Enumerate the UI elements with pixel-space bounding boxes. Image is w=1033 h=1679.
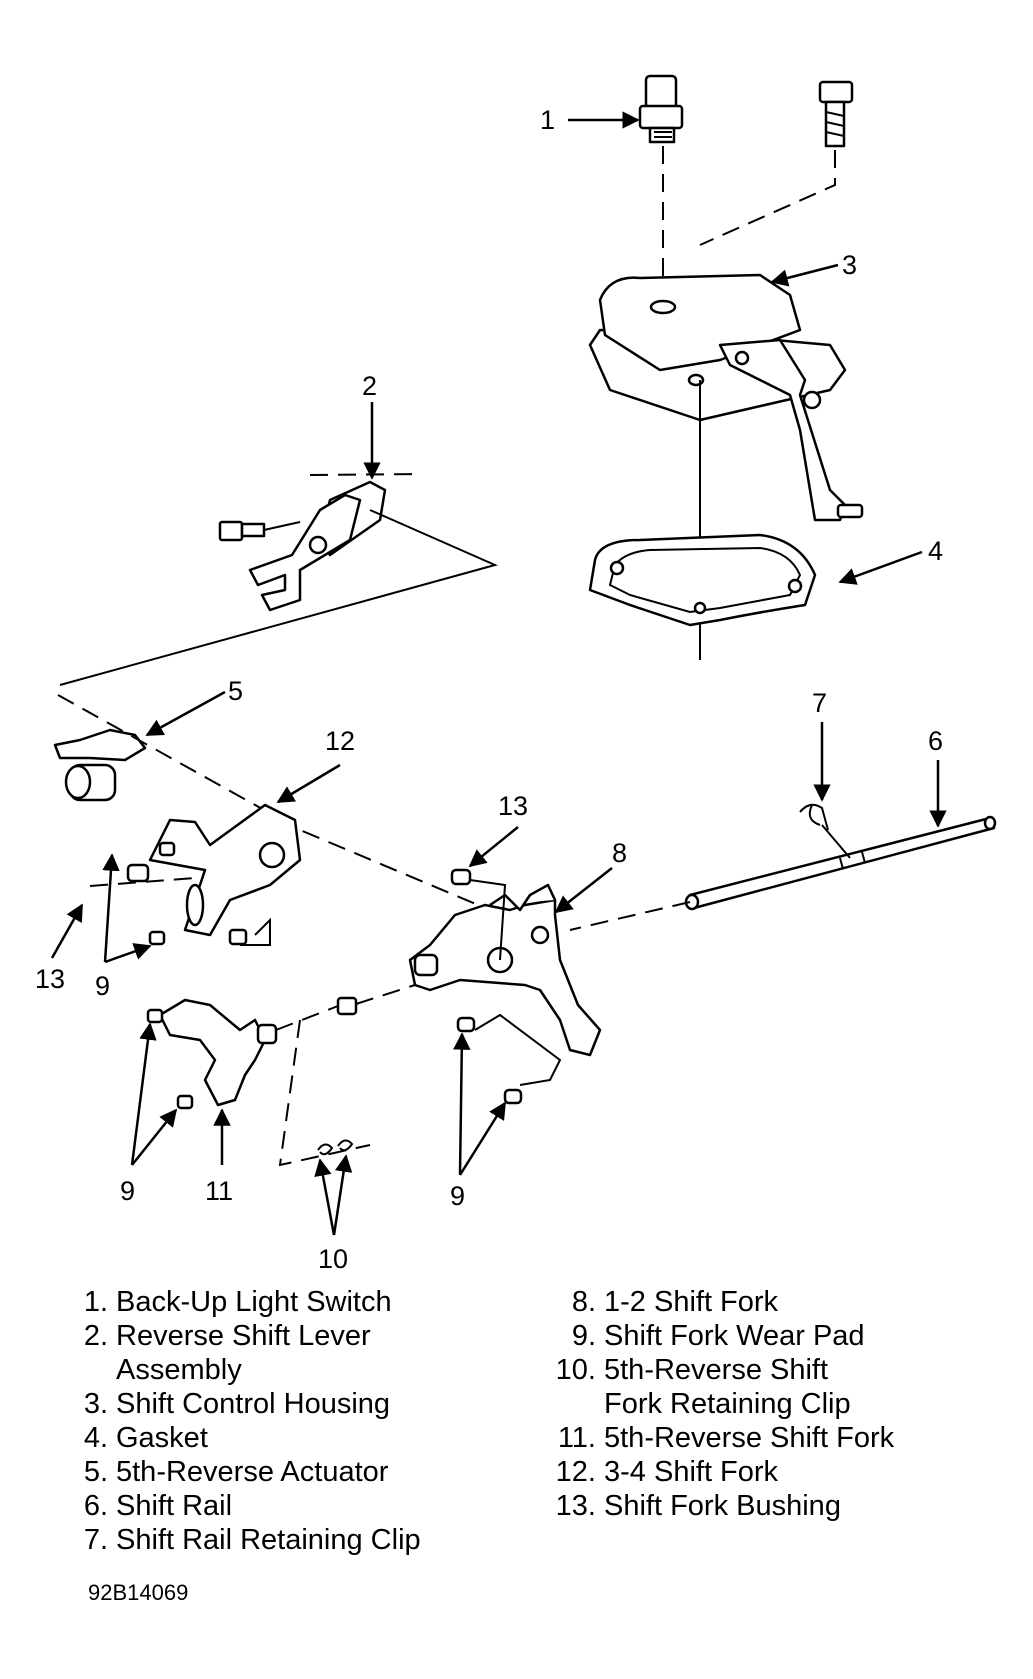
callout-8: 8 xyxy=(612,838,627,868)
legend-item: 2.Reverse Shift Lever xyxy=(78,1319,421,1353)
callout-13-center: 13 xyxy=(498,791,528,821)
legend-text: Fork Retaining Clip xyxy=(604,1388,851,1420)
legend-text: Shift Fork Bushing xyxy=(604,1490,841,1522)
shift-control-housing-part xyxy=(588,273,864,660)
actuator-part xyxy=(53,694,491,911)
legend-text: 1-2 Shift Fork xyxy=(604,1286,779,1318)
legend-number: 3. xyxy=(83,1388,108,1420)
legend-text: Assembly xyxy=(116,1354,242,1386)
callout-9-bottom-left: 9 xyxy=(120,1176,135,1206)
legend-number: 13. xyxy=(555,1490,596,1522)
legend-number: 9. xyxy=(571,1320,596,1352)
legend-text: Reverse Shift Lever xyxy=(116,1320,371,1352)
legend-number xyxy=(546,1387,596,1421)
legend-item: 1.Back-Up Light Switch xyxy=(78,1285,421,1319)
callout-5: 5 xyxy=(228,676,243,706)
exploded-parts-diagram: 1 2 3 4 5 6 7 8 9 9 9 10 11 12 13 13 xyxy=(35,74,997,1274)
callout-13-left: 13 xyxy=(35,964,65,994)
callout-12: 12 xyxy=(325,726,355,756)
fifth-reverse-clip-part xyxy=(278,1019,371,1167)
legend-item: 9.Shift Fork Wear Pad xyxy=(546,1319,894,1353)
callout-6: 6 xyxy=(928,726,943,756)
gasket-part xyxy=(588,533,817,627)
reverse-shift-lever-part xyxy=(59,473,498,686)
figure-code: 92B14069 xyxy=(88,1580,189,1605)
legend-number: 10. xyxy=(555,1354,596,1386)
housing-bolt xyxy=(699,80,854,246)
shift-fork-1-2-part xyxy=(408,868,602,1105)
fifth-reverse-shift-fork-part xyxy=(146,984,416,1110)
legend-item: 11.5th-Reverse Shift Fork xyxy=(546,1421,894,1455)
callout-11: 11 xyxy=(205,1176,233,1206)
legend-item: 7.Shift Rail Retaining Clip xyxy=(78,1523,421,1557)
legend-text: 3-4 Shift Fork xyxy=(604,1456,779,1488)
legend-right-column: 8.1-2 Shift Fork 9.Shift Fork Wear Pad 1… xyxy=(546,1285,894,1523)
legend-number: 5. xyxy=(83,1456,108,1488)
shift-rail-part xyxy=(569,815,997,931)
callout-4: 4 xyxy=(928,536,943,566)
legend-item: 12.3-4 Shift Fork xyxy=(546,1455,894,1489)
callout-2: 2 xyxy=(362,371,377,401)
shift-rail-clip-part xyxy=(799,803,851,859)
backup-light-switch-part xyxy=(638,74,684,295)
callout-9-center: 9 xyxy=(450,1181,465,1211)
callout-10: 10 xyxy=(318,1244,348,1274)
legend-text: Shift Control Housing xyxy=(116,1388,391,1420)
legend-number: 6. xyxy=(83,1490,108,1522)
legend-text: Gasket xyxy=(116,1422,208,1454)
legend-number: 1. xyxy=(83,1286,108,1318)
legend-number: 12. xyxy=(555,1456,596,1488)
legend-item: Fork Retaining Clip xyxy=(546,1387,894,1421)
legend-number: 2. xyxy=(83,1320,108,1352)
shift-fork-3-4-part xyxy=(89,803,302,946)
legend-item: 6.Shift Rail xyxy=(78,1489,421,1523)
legend-text: Shift Rail xyxy=(116,1490,233,1522)
legend-item: 4.Gasket xyxy=(78,1421,421,1455)
callout-3: 3 xyxy=(842,250,857,280)
legend-number: 7. xyxy=(83,1524,108,1556)
legend-text: Shift Fork Wear Pad xyxy=(604,1320,865,1352)
leader-arrows xyxy=(50,111,947,1236)
legend-item: Assembly xyxy=(78,1353,421,1387)
callout-labels: 1 2 3 4 5 6 7 8 9 9 9 10 11 12 13 13 xyxy=(35,105,943,1274)
legend-text: 5th-Reverse Actuator xyxy=(116,1456,389,1488)
legend-text: 5th-Reverse Shift Fork xyxy=(604,1422,895,1454)
callout-1: 1 xyxy=(540,105,555,135)
legend-number xyxy=(78,1353,108,1387)
legend-text: 5th-Reverse Shift xyxy=(604,1354,829,1386)
legend-item: 13.Shift Fork Bushing xyxy=(546,1489,894,1523)
legend-number: 11. xyxy=(557,1422,596,1454)
legend-item: 5.5th-Reverse Actuator xyxy=(78,1455,421,1489)
legend-number: 4. xyxy=(83,1422,108,1454)
legend-text: Back-Up Light Switch xyxy=(116,1286,392,1318)
legend-left-column: 1.Back-Up Light Switch 2.Reverse Shift L… xyxy=(78,1285,421,1557)
legend-item: 3.Shift Control Housing xyxy=(78,1387,421,1421)
legend-item: 8.1-2 Shift Fork xyxy=(546,1285,894,1319)
legend-item: 10.5th-Reverse Shift xyxy=(546,1353,894,1387)
callout-9-left: 9 xyxy=(95,971,110,1001)
callout-7: 7 xyxy=(812,688,827,718)
legend-text: Shift Rail Retaining Clip xyxy=(116,1524,421,1556)
legend-number: 8. xyxy=(571,1286,596,1318)
